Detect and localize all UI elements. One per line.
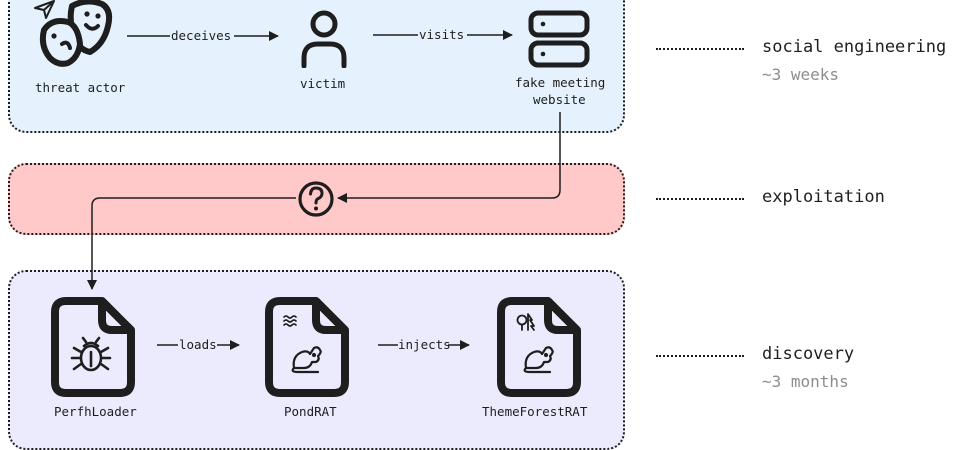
- node-label-themeforestrat: ThemeForestRAT: [482, 404, 588, 419]
- phase-leader-line: [656, 48, 744, 50]
- edge-unknown-to-perfhloader: [87, 197, 296, 290]
- phase-title: discovery: [762, 344, 855, 364]
- phase-leader-line: [656, 198, 744, 200]
- server-icon: [528, 10, 590, 68]
- trees-icon: [516, 313, 535, 331]
- edge-website-to-unknown: [337, 112, 561, 203]
- node-label-website-line2: website: [533, 92, 586, 107]
- user-icon: [301, 10, 347, 68]
- phase-duration: ~3 months: [762, 372, 849, 391]
- edge-label-visits: visits: [419, 27, 465, 42]
- file-rat-trees-icon: [497, 297, 581, 397]
- theater-masks-icon: [34, 0, 113, 67]
- node-label-victim: victim: [300, 76, 346, 91]
- rat-icon: [291, 346, 322, 374]
- waves-icon: [283, 315, 297, 327]
- attack-chain-diagram: deceives visits loads injects threat act…: [8, 0, 947, 450]
- phase-duration: ~3 weeks: [762, 65, 840, 84]
- phase-leader-line: [656, 355, 744, 357]
- node-label-website-line1: fake meeting: [515, 75, 606, 90]
- question-circle-icon: [298, 181, 334, 217]
- node-label-pondrat: PondRAT: [284, 404, 337, 419]
- node-label-threat-actor: threat actor: [35, 80, 126, 95]
- rat-icon: [523, 346, 554, 374]
- file-rat-waves-icon: [265, 297, 349, 397]
- edge-label-injects: injects: [398, 337, 451, 352]
- phase-title: exploitation: [762, 187, 885, 207]
- phase-title: social engineering: [762, 37, 947, 57]
- edge-label-loads: loads: [179, 337, 217, 352]
- edge-label-deceives: deceives: [171, 28, 232, 43]
- node-label-perfhloader: PerfhLoader: [54, 404, 137, 419]
- connectors: [87, 30, 561, 350]
- file-bug-icon: [51, 297, 135, 397]
